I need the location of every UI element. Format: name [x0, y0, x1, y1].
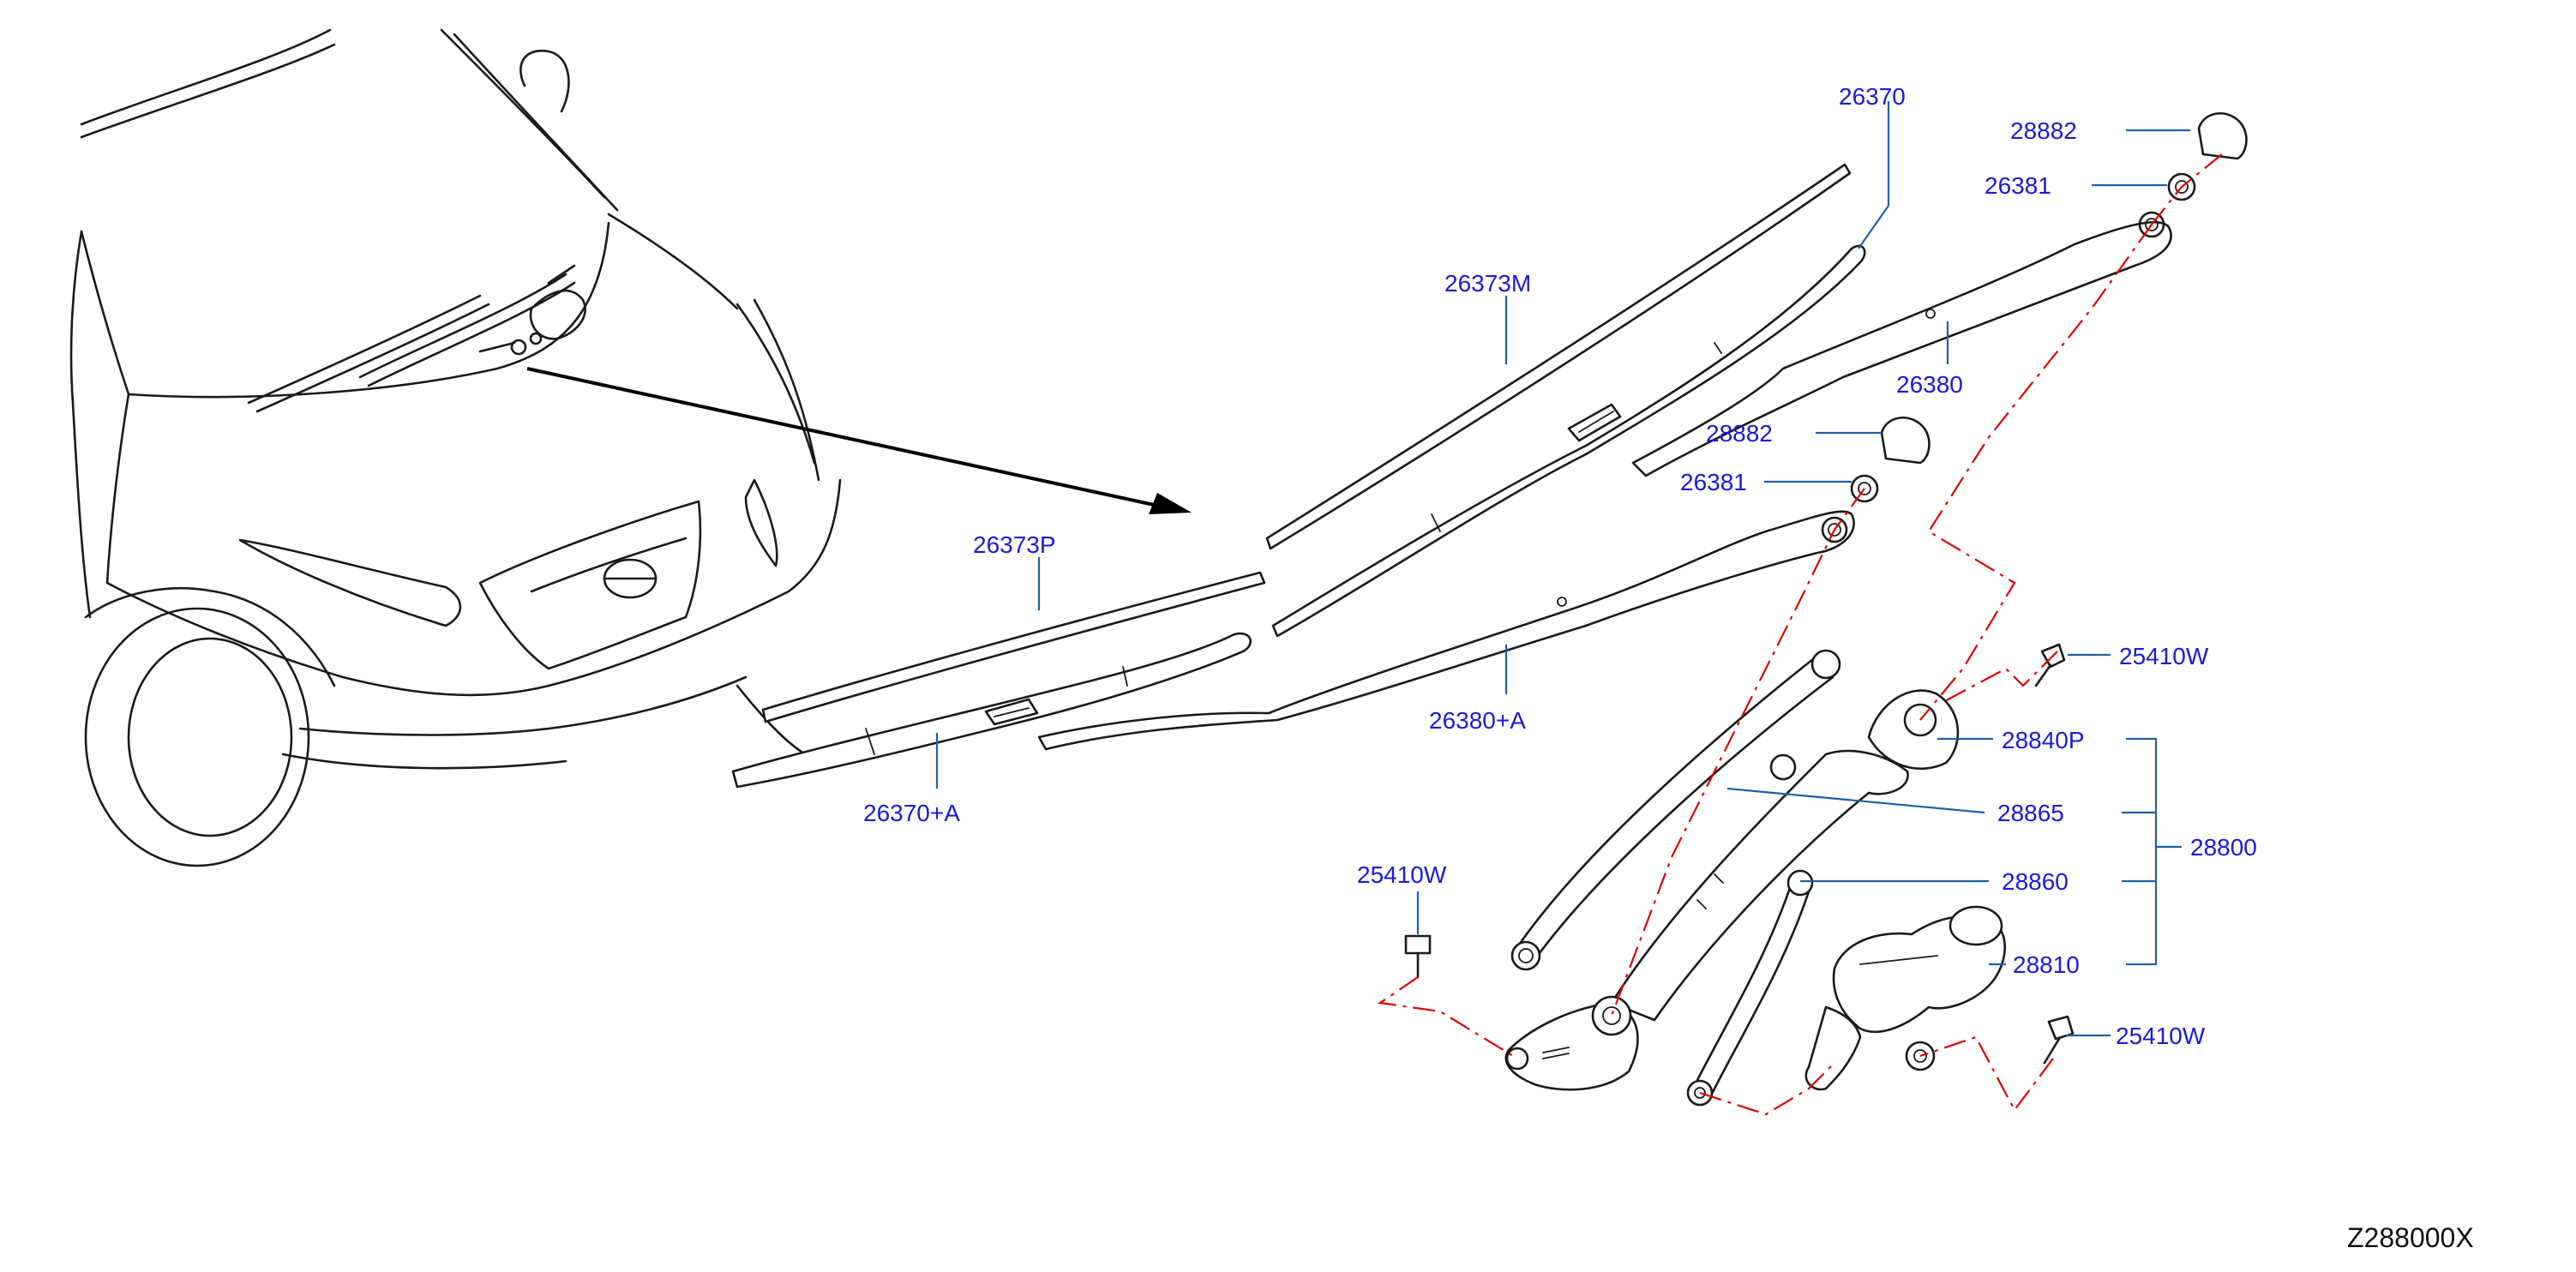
callout-leaders	[935, 101, 2190, 1037]
cap-28882-mid	[1880, 416, 1930, 465]
label-26373P: 26373P	[973, 531, 1056, 558]
pivot-frame-28840P	[1504, 689, 1960, 1091]
label-25410W-left: 25410W	[1357, 861, 1447, 888]
arm-26380	[1631, 211, 2172, 477]
label-28882-mid: 28882	[1706, 420, 1773, 447]
label-26381-top: 26381	[1985, 172, 2051, 199]
label-28860: 28860	[2002, 868, 2069, 895]
label-26380: 26380	[1896, 371, 1963, 398]
link-28860	[1686, 869, 1814, 1107]
motor-28810	[1804, 905, 2007, 1091]
pointer-arrow	[526, 367, 1192, 514]
bolt-25410W-left	[1404, 934, 1432, 979]
label-28882-top: 28882	[2010, 117, 2077, 144]
callout-labels: 26370 28882 26381 26373M 26380 28882 263…	[863, 83, 2474, 1253]
arm-26380A	[1037, 510, 1855, 751]
bolt-25410W-top	[2034, 643, 2066, 687]
label-26370A: 26370+A	[863, 800, 960, 826]
label-25410W-top: 25410W	[2119, 643, 2209, 669]
vehicle-illustration	[69, 28, 842, 867]
label-26370: 26370	[1839, 83, 1906, 110]
label-25410W-bottom: 25410W	[2116, 1023, 2206, 1049]
refill-26373M	[1265, 163, 1852, 550]
bolt-25410W-bottom	[2043, 1015, 2075, 1065]
label-28810: 28810	[2013, 951, 2080, 978]
assembly-center-lines	[1378, 153, 2223, 1116]
label-28865: 28865	[1997, 800, 2064, 826]
link-28865	[1510, 649, 1841, 971]
diagram-code: Z288000X	[2347, 1222, 2474, 1253]
label-28840P: 28840P	[2002, 727, 2085, 753]
refill-26373P	[761, 571, 1266, 723]
label-26381-mid: 26381	[1680, 469, 1747, 495]
blade-26370A	[731, 632, 1252, 789]
cap-28882-top	[2197, 111, 2248, 160]
label-26380A: 26380+A	[1429, 707, 1526, 734]
blade-26370	[1271, 244, 1866, 638]
label-28800: 28800	[2190, 834, 2257, 861]
label-26373M: 26373M	[1444, 270, 1531, 297]
